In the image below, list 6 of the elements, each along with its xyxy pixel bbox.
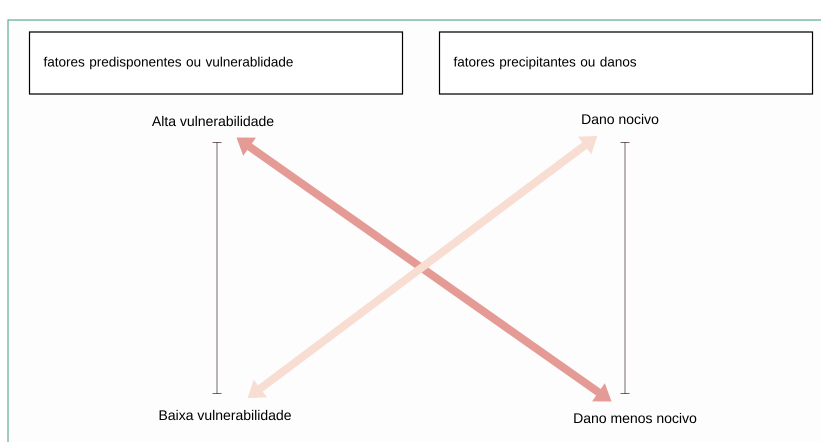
label-box: fatores predisponentes ou vulnerablidade (28, 31, 404, 95)
label-box: fatores precipitantes ou danos (438, 31, 814, 95)
scale-label: Dano menos nocivo (574, 412, 696, 424)
scale-label: Baixa vulnerabilidade (160, 410, 291, 420)
scale-label: Dano nocivo (582, 114, 658, 124)
scale-label: Alta vulnerabilidade (152, 116, 274, 126)
